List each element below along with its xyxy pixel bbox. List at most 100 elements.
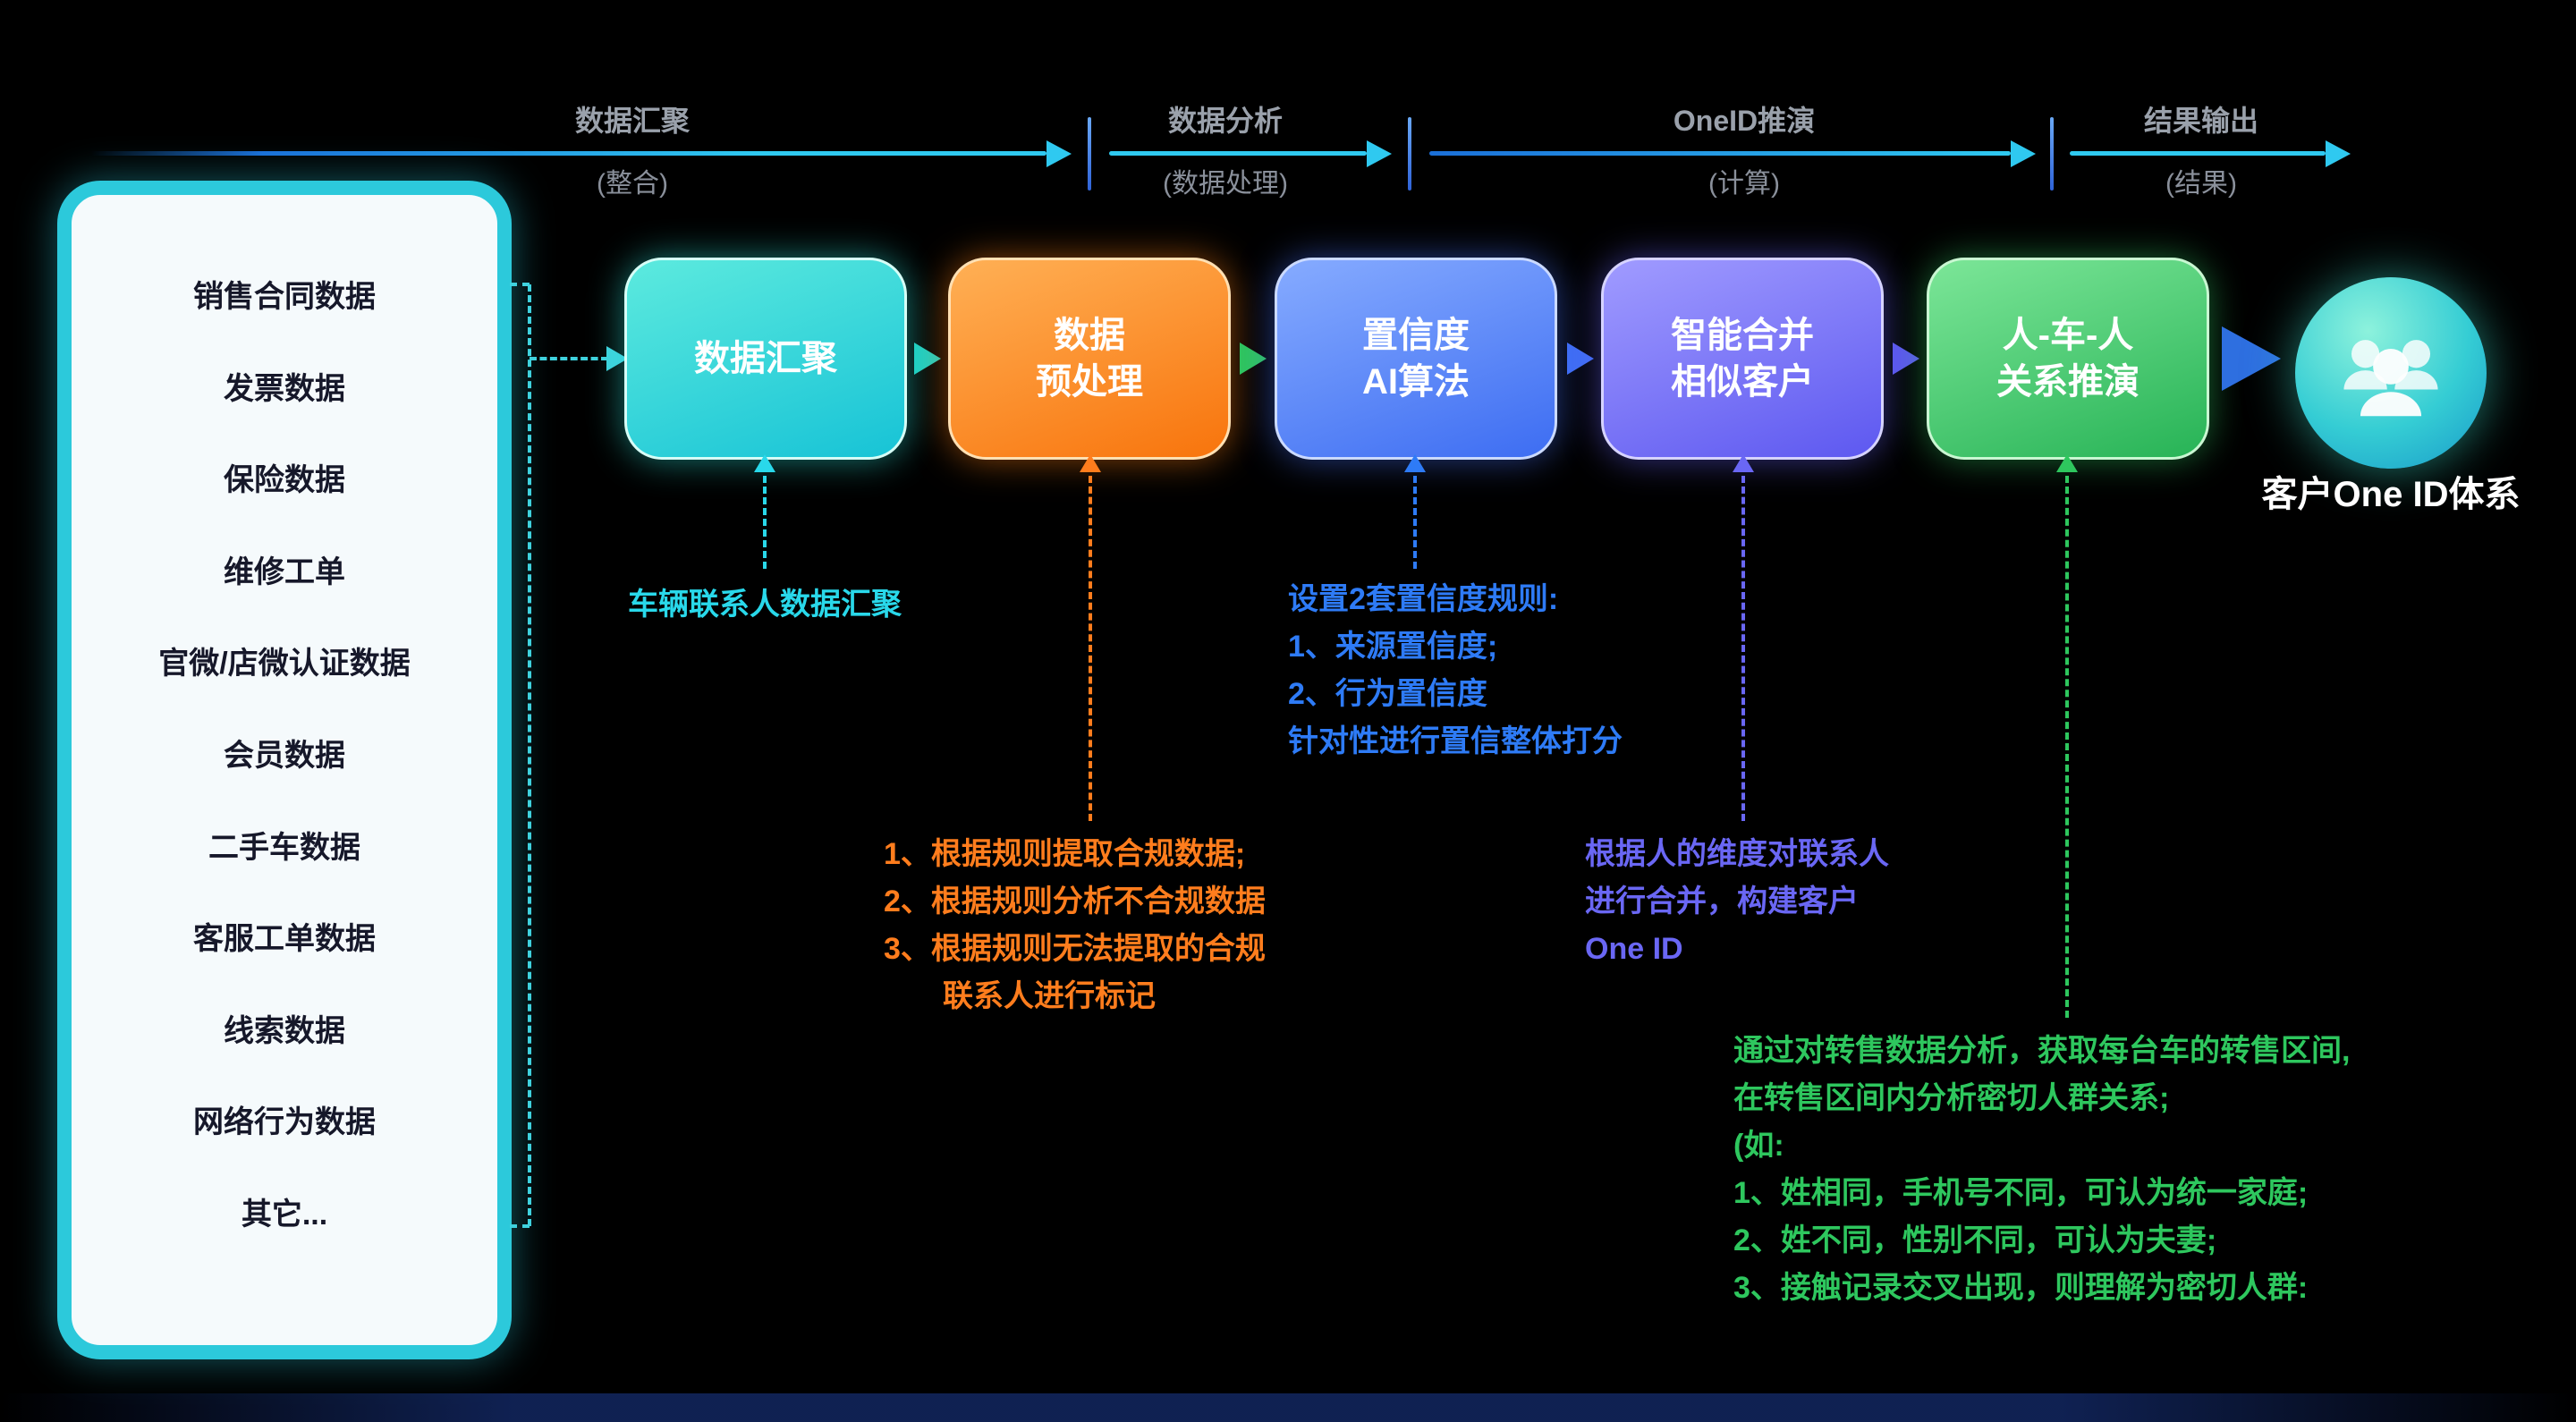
flow-arrow-icon — [1240, 343, 1267, 375]
data-source-item: 网络行为数据 — [193, 1105, 376, 1140]
data-source-item: 线索数据 — [224, 1013, 345, 1048]
phase-label-aggregation: 数据汇聚 (整合) — [453, 100, 811, 202]
source-connector-arrow-line — [530, 357, 608, 360]
timeline-divider — [1408, 117, 1411, 190]
data-source-item: 其它... — [241, 1197, 328, 1232]
note-arrow-line — [2065, 476, 2069, 1018]
data-source-item: 二手车数据 — [208, 830, 360, 865]
step-label-line: 相似客户 — [1671, 362, 1814, 402]
note-line: 3、根据规则无法提取的合规 — [884, 932, 1266, 966]
step-label-line: 预处理 — [1036, 362, 1143, 402]
flow-arrow-icon — [1567, 343, 1594, 375]
note-data-aggregation: 车辆联系人数据汇聚 — [595, 581, 935, 629]
note-line: 针对性进行置信整体打分 — [1288, 724, 1623, 758]
note-confidence-rules: 设置2套置信度规则: 1、来源置信度; 2、行为置信度 针对性进行置信整体打分 — [1288, 576, 1623, 766]
phase-subtitle: (计算) — [1708, 169, 1780, 199]
step-label-line: 人-车-人 — [2002, 316, 2134, 355]
timeline-arrowhead-icon — [1046, 140, 1072, 167]
customer-oneid-circle — [2295, 277, 2487, 469]
step-box-confidence-ai: 置信度 AI算法 — [1275, 258, 1557, 460]
result-label: 客户One ID体系 — [2261, 475, 2521, 514]
phase-subtitle: (数据处理) — [1163, 169, 1288, 199]
step-box-data-aggregation: 数据汇聚 — [624, 258, 907, 460]
phase-title: 数据分析 — [1167, 105, 1283, 137]
note-line: 根据人的维度对联系人 — [1585, 837, 1889, 871]
note-arrow-line — [1741, 476, 1745, 821]
note-line: One ID — [1585, 932, 1683, 966]
phase-label-oneid-deduce: OneID推演 (计算) — [1565, 100, 1923, 202]
step-label: 数据 预处理 — [1036, 312, 1143, 405]
step-label: 数据汇聚 — [694, 335, 837, 382]
data-source-item: 保险数据 — [224, 463, 345, 498]
data-source-item: 官微/店微认证数据 — [158, 647, 411, 681]
step-box-data-preprocess: 数据 预处理 — [948, 258, 1231, 460]
data-source-item: 维修工单 — [224, 554, 345, 589]
phase-title: OneID推演 — [1673, 105, 1816, 137]
note-relationship-deduce: 通过对转售数据分析，获取每台车的转售区间, 在转售区间内分析密切人群关系; (如… — [1733, 1028, 2350, 1312]
note-data-preprocess: 1、根据规则提取合规数据; 2、根据规则分析不合规数据 3、根据规则无法提取的合… — [884, 831, 1266, 1020]
source-connector-vertical-line — [528, 284, 531, 1226]
note-line: 1、姓相同，手机号不同，可认为统一家庭; — [1733, 1176, 2309, 1210]
note-line: 2、行为置信度 — [1288, 677, 1487, 711]
note-arrowhead-icon — [2056, 454, 2078, 472]
step-label-line: 数据 — [1054, 316, 1125, 355]
step-box-smart-merge: 智能合并 相似客户 — [1601, 258, 1884, 460]
data-sources-panel: 销售合同数据 发票数据 保险数据 维修工单 官微/店微认证数据 会员数据 二手车… — [57, 181, 512, 1359]
note-arrowhead-icon — [1733, 454, 1754, 472]
step-label-line: AI算法 — [1362, 362, 1470, 402]
timeline-arrowhead-icon — [2326, 140, 2351, 167]
step-box-person-car-person: 人-车-人 关系推演 — [1927, 258, 2209, 460]
phase-title: 数据汇聚 — [574, 105, 690, 137]
step-label: 置信度 AI算法 — [1362, 312, 1470, 405]
flow-arrow-icon — [914, 343, 941, 375]
timeline-arrow-line — [1429, 151, 2011, 156]
note-line: 设置2套置信度规则: — [1288, 582, 1559, 616]
data-source-item: 会员数据 — [224, 738, 345, 773]
timeline-divider — [2050, 117, 2054, 190]
data-source-item: 客服工单数据 — [193, 922, 376, 957]
bottom-decoration — [0, 1393, 2576, 1422]
timeline-arrow-line — [2070, 151, 2326, 156]
note-arrowhead-icon — [754, 454, 775, 472]
note-line: (如: — [1733, 1129, 1784, 1163]
note-line: 3、接触记录交叉出现，则理解为密切人群: — [1733, 1271, 2309, 1305]
note-line: 1、来源置信度; — [1288, 630, 1498, 664]
note-arrowhead-icon — [1080, 454, 1101, 472]
note-line: 在转售区间内分析密切人群关系; — [1733, 1081, 2170, 1115]
note-line: 车辆联系人数据汇聚 — [628, 588, 902, 622]
flow-arrow-icon — [1893, 343, 1919, 375]
source-connector-stub-bottom — [510, 1224, 530, 1228]
result-arrow-icon — [2222, 326, 2281, 391]
step-label-line: 智能合并 — [1671, 316, 1814, 355]
step-label: 智能合并 相似客户 — [1671, 312, 1814, 405]
note-line: 联系人进行标记 — [943, 979, 1156, 1013]
note-merge-oneid: 根据人的维度对联系人 进行合并，构建客户 One ID — [1585, 831, 1889, 973]
phase-title: 结果输出 — [2143, 105, 2258, 137]
timeline-arrow-line — [1109, 151, 1367, 156]
timeline-divider — [1088, 117, 1091, 190]
note-line: 2、姓不同，性别不同，可认为夫妻; — [1733, 1223, 2217, 1257]
data-sources-list: 销售合同数据 发票数据 保险数据 维修工单 官微/店微认证数据 会员数据 二手车… — [72, 195, 497, 1345]
data-source-item: 发票数据 — [224, 371, 345, 406]
note-arrow-line — [1089, 476, 1092, 821]
note-line: 进行合并，构建客户 — [1585, 885, 1859, 918]
note-arrow-line — [763, 476, 767, 569]
timeline-arrowhead-icon — [1367, 140, 1392, 167]
phase-subtitle: (结果) — [2165, 169, 2237, 199]
step-label-line: 数据汇聚 — [694, 339, 837, 378]
data-source-item: 销售合同数据 — [193, 280, 376, 314]
note-line: 通过对转售数据分析，获取每台车的转售区间, — [1733, 1034, 2351, 1068]
step-label: 人-车-人 关系推演 — [1996, 312, 2140, 405]
phase-subtitle: (整合) — [597, 169, 668, 199]
timeline-arrow-line — [90, 151, 1046, 156]
source-connector-stub-top — [510, 283, 530, 286]
timeline-arrowhead-icon — [2011, 140, 2036, 167]
step-label-line: 置信度 — [1362, 316, 1470, 355]
people-group-icon — [2343, 340, 2438, 417]
note-line: 2、根据规则分析不合规数据 — [884, 885, 1266, 918]
phase-label-analysis: 数据分析 (数据处理) — [1046, 100, 1404, 202]
note-arrowhead-icon — [1404, 454, 1426, 472]
note-line: 1、根据规则提取合规数据; — [884, 837, 1246, 871]
phase-label-result-output: 结果输出 (结果) — [2022, 100, 2380, 202]
